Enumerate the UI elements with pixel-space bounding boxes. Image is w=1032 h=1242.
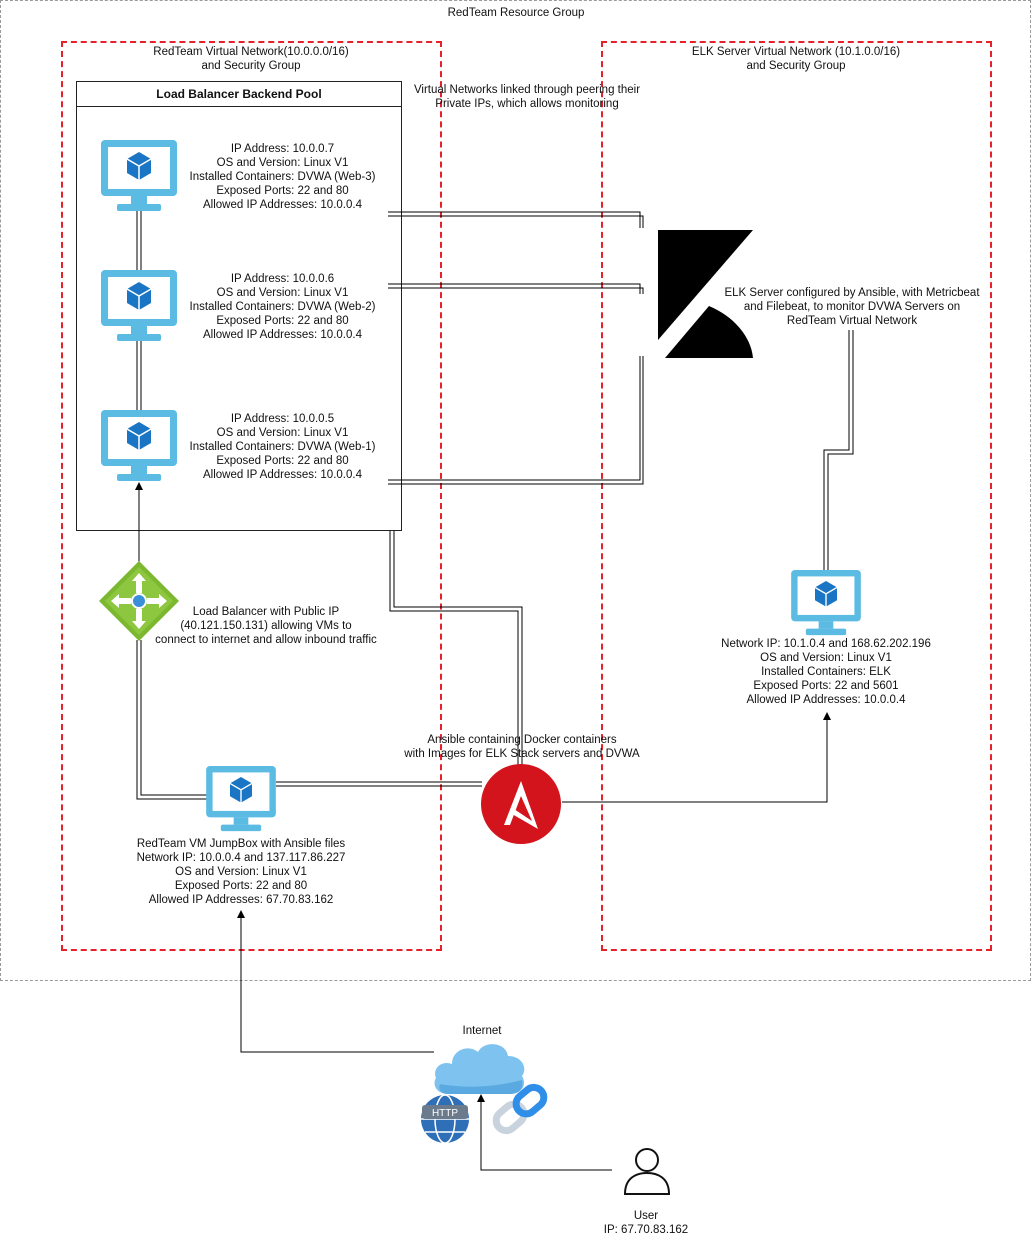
- web3-vm-details: IP Address: 10.0.0.7 OS and Version: Lin…: [189, 143, 376, 211]
- lb-to-jumpbox-link: [136, 640, 207, 800]
- resource-group-boundary: [0, 0, 1031, 981]
- web2-vm-details: IP Address: 10.0.0.6 OS and Version: Lin…: [189, 273, 376, 341]
- elk-vnet-boundary: [601, 41, 992, 951]
- cloud-icon[interactable]: [432, 1038, 528, 1096]
- http-label: HTTP: [432, 1108, 458, 1119]
- redteam-vnet-boundary: [61, 41, 442, 951]
- elk-vnet-title: ELK Server Virtual Network (10.1.0.0/16)…: [691, 46, 901, 72]
- jumpbox-details: RedTeam VM JumpBox with Ansible files Ne…: [136, 838, 346, 906]
- web1-vm-details: IP Address: 10.0.0.5 OS and Version: Lin…: [189, 413, 376, 481]
- load-balancer-icon[interactable]: [99, 561, 179, 641]
- redteam-vnet-title: RedTeam Virtual Network(10.0.0.0/16) and…: [153, 46, 349, 72]
- user-details: User IP: 67.70.83.162: [603, 1210, 689, 1236]
- user-to-internet-arrow: [477, 1094, 612, 1171]
- vm-monitor-icon[interactable]: [101, 270, 177, 342]
- elk-to-elkvm-link: [823, 330, 854, 572]
- backend-pool: Load Balancer Backend Pool: [76, 81, 402, 531]
- vm-monitor-icon[interactable]: [101, 140, 177, 212]
- resource-group-title: RedTeam Resource Group: [447, 7, 585, 19]
- web-vm-link: [136, 208, 142, 272]
- internet-to-jumpbox-arrow: [237, 910, 434, 1053]
- ansible-logo-icon[interactable]: [480, 763, 562, 845]
- web3-to-elk-link: [388, 211, 644, 228]
- web-vm-link: [136, 340, 142, 412]
- user-icon[interactable]: [622, 1146, 672, 1196]
- peering-note: Virtual Networks linked through peering …: [413, 84, 641, 110]
- elk-vm-monitor-icon[interactable]: [790, 570, 862, 636]
- kibana-logo-icon[interactable]: [655, 230, 755, 360]
- jumpbox-to-ansible-link: [276, 781, 482, 787]
- link-chain-icon: [492, 1083, 548, 1135]
- backend-pool-title: Load Balancer Backend Pool: [77, 82, 401, 107]
- web2-to-elk-link: [388, 283, 644, 294]
- ansible-to-elkvm-arrow: [562, 712, 831, 803]
- load-balancer-details: Load Balancer with Public IP (40.121.150…: [155, 606, 377, 646]
- web1-to-elk-link: [388, 356, 644, 485]
- jumpbox-vm-monitor-icon[interactable]: [205, 766, 277, 832]
- http-globe-icon: HTTP: [421, 1094, 469, 1144]
- elk-monitor-note: ELK Server configured by Ansible, with M…: [724, 287, 980, 327]
- pool-to-ansible-link: [389, 531, 523, 770]
- vm-monitor-icon[interactable]: [101, 410, 177, 482]
- ansible-details: Ansible containing Docker containers wit…: [404, 734, 640, 760]
- elk-vm-details: Network IP: 10.1.0.4 and 168.62.202.196 …: [721, 638, 931, 706]
- internet-label: Internet: [462, 1025, 502, 1037]
